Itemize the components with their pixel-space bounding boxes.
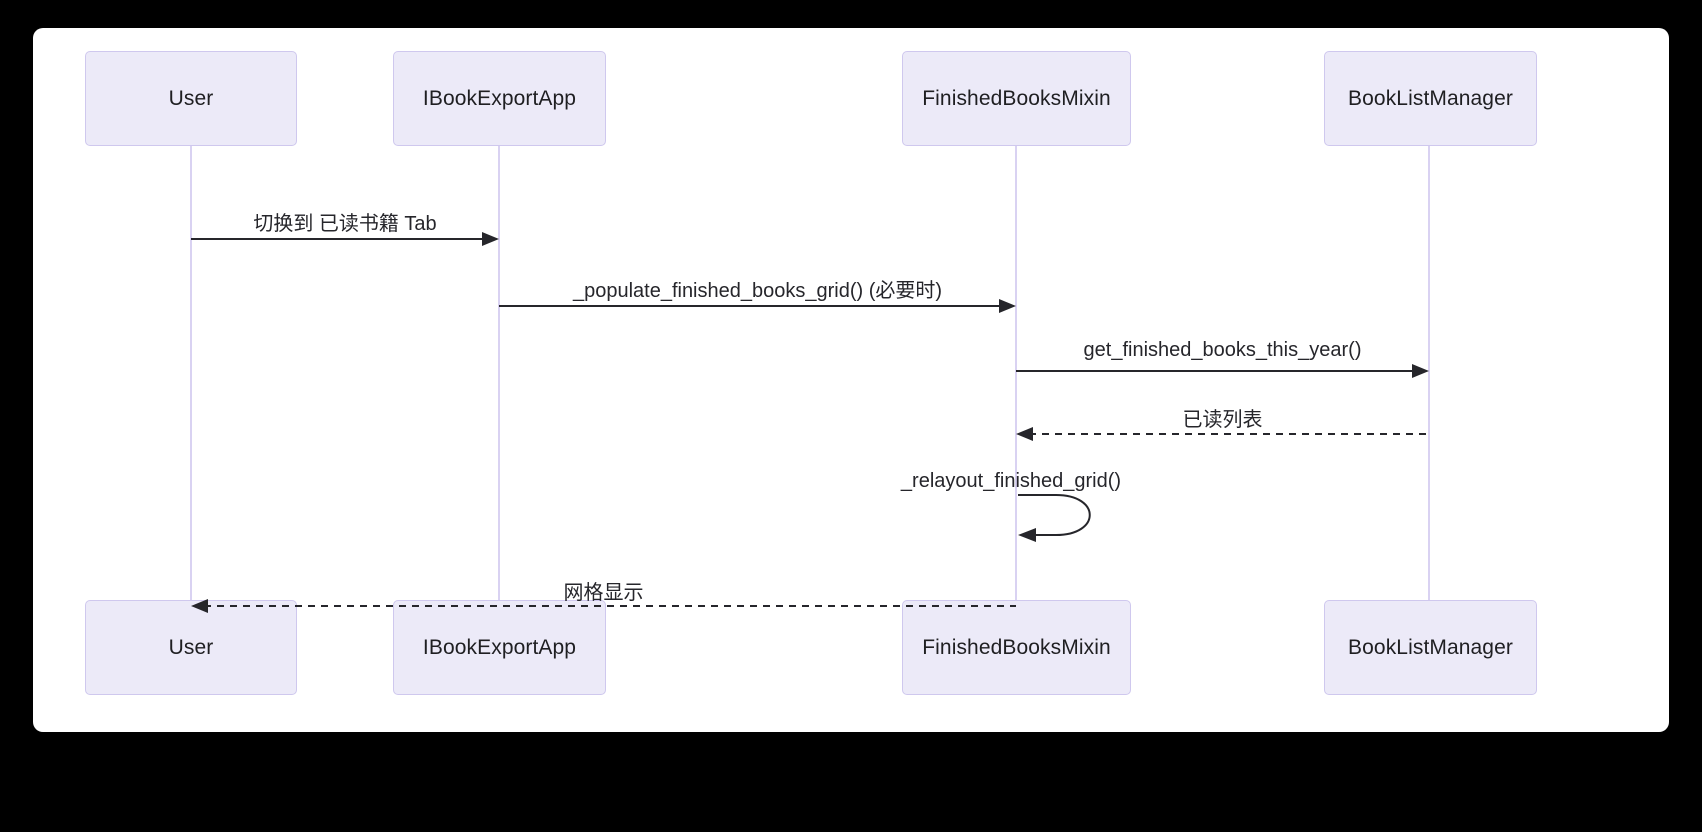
participant-box-finishedbooksmixin-bottom[interactable]: FinishedBooksMixin [902, 600, 1131, 695]
participant-box-booklistmanager-top[interactable]: BookListManager [1324, 51, 1537, 146]
lifeline-user [190, 146, 192, 600]
message-arrow-m2 [499, 299, 1016, 313]
lifeline-ibookexportapp [498, 146, 500, 600]
lifeline-booklistmanager [1428, 146, 1430, 600]
participant-label-ibookexportapp: IBookExportApp [422, 86, 577, 110]
message-arrow-m1 [191, 232, 499, 246]
message-label-m1: 切换到 已读书籍 Tab [253, 213, 437, 235]
participant-label-booklistmanager: BookListManager [1348, 635, 1513, 659]
participant-label-ibookexportapp: IBookExportApp [422, 635, 577, 659]
participant-label-finishedbooksmixin: FinishedBooksMixin [922, 635, 1111, 659]
participant-box-ibookexportapp-bottom[interactable]: IBookExportApp [393, 600, 606, 695]
participant-box-user-bottom[interactable]: User [85, 600, 297, 695]
participant-label-user: User [168, 86, 214, 110]
participant-label-user: User [168, 635, 214, 659]
lifeline-finishedbooksmixin [1015, 146, 1017, 600]
message-arrow-m3 [1016, 364, 1429, 378]
self-message-arrow-m5 [1018, 494, 1091, 542]
participant-label-finishedbooksmixin: FinishedBooksMixin [922, 86, 1111, 110]
message-label-m3: get_finished_books_this_year() [1083, 339, 1362, 361]
participant-box-user-top[interactable]: User [85, 51, 297, 146]
message-label-m4: 已读列表 [1182, 409, 1263, 431]
participant-label-booklistmanager: BookListManager [1348, 86, 1513, 110]
message-label-m6: 网格显示 [563, 582, 644, 604]
participant-box-ibookexportapp-top[interactable]: IBookExportApp [393, 51, 606, 146]
message-arrow-m6 [191, 599, 1016, 613]
participant-box-finishedbooksmixin-top[interactable]: FinishedBooksMixin [902, 51, 1131, 146]
participant-box-booklistmanager-bottom[interactable]: BookListManager [1324, 600, 1537, 695]
message-label-m5: _relayout_finished_grid() [900, 470, 1122, 492]
message-arrow-m4 [1016, 427, 1429, 441]
message-label-m2: _populate_finished_books_grid() (必要时) [572, 280, 943, 302]
